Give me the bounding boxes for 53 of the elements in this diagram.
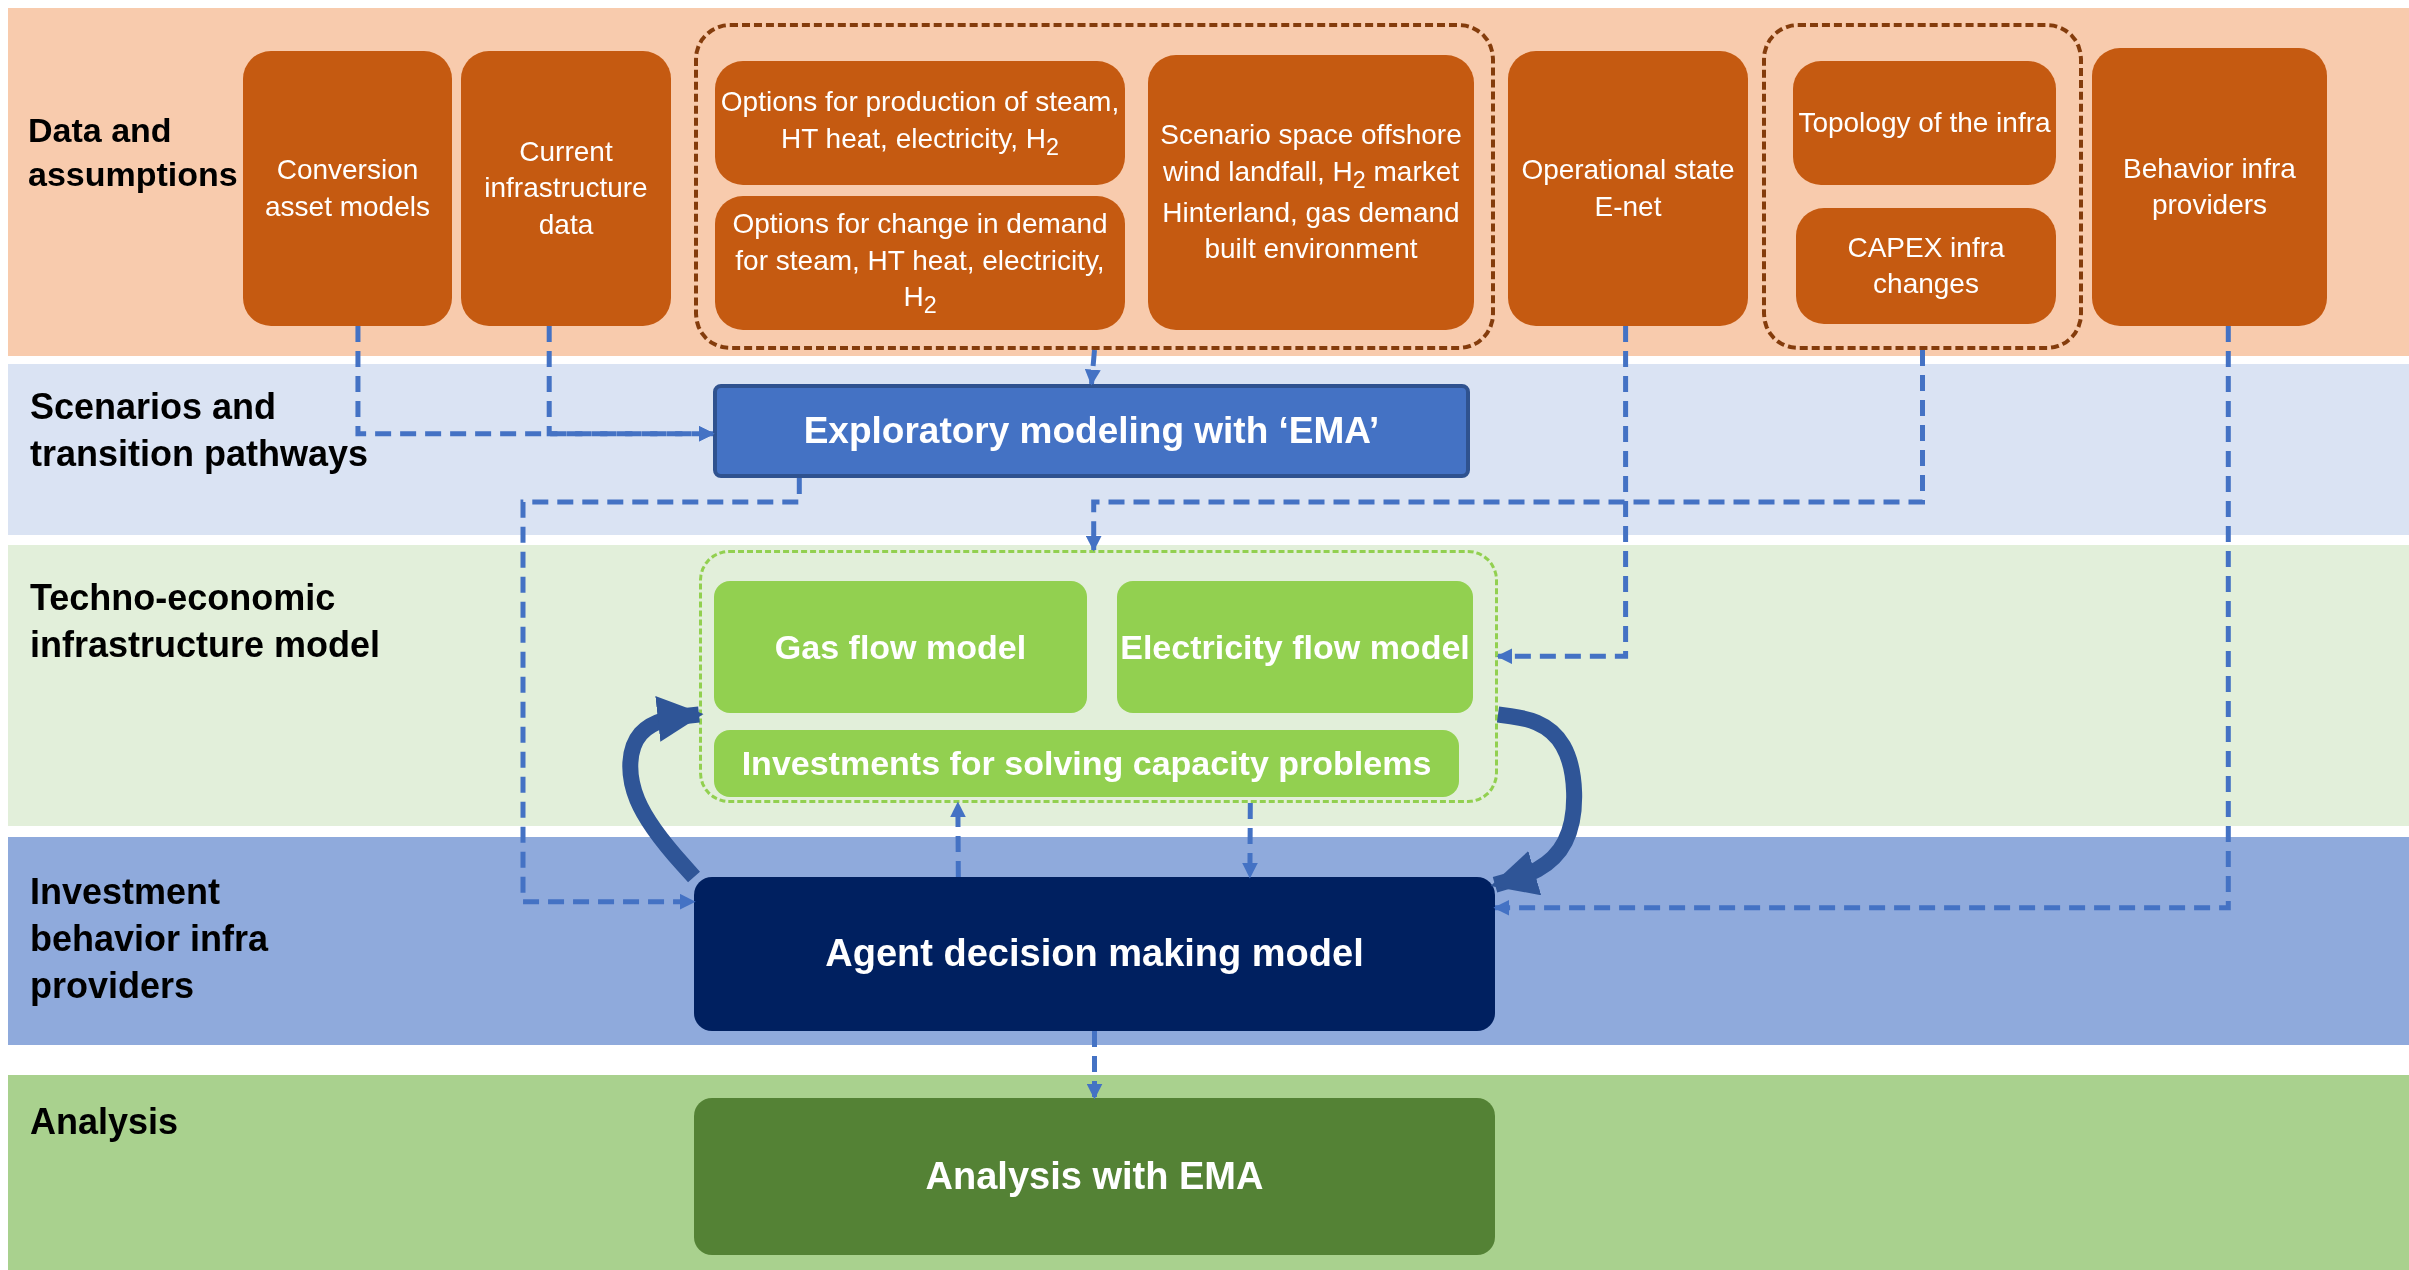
- process-box: [714, 730, 1459, 797]
- process-box: [461, 51, 671, 326]
- band-label: Techno-economic infrastructure model: [30, 576, 382, 667]
- band-background: [8, 545, 2409, 826]
- group-frame: [699, 550, 1498, 803]
- process-box: [1793, 61, 2056, 185]
- box-label: Scenario space offshore wind landfall, H$_{2}$ market Hinterland, gas demand built environment: [1159, 118, 1463, 267]
- band-label: Data and assumptions: [28, 110, 239, 196]
- box-label: Gas flow model: [774, 626, 1027, 668]
- process-box: [713, 384, 1470, 478]
- process-box: [714, 581, 1087, 713]
- process-box: [694, 1098, 1495, 1255]
- box-label: Conversion asset models: [264, 153, 431, 224]
- box-label: Options for production of steam, HT heat, electricity, H$_{2}$: [719, 85, 1121, 162]
- box-label: Agent decision making model: [825, 931, 1364, 977]
- box-label: Exploratory modeling with ‘EMA’: [803, 408, 1380, 453]
- arrow: [546, 326, 715, 442]
- box-label: CAPEX infra changes: [1846, 230, 2006, 301]
- process-box: [715, 61, 1125, 185]
- arrow: [1084, 349, 1101, 386]
- band-background: [8, 8, 2409, 356]
- box-label: Investments for solving capacity problems: [741, 743, 1432, 785]
- arrow: [1086, 1031, 1103, 1100]
- process-box: [694, 877, 1495, 1031]
- box-label: Behavior infra providers: [2122, 151, 2297, 222]
- curved-arrow: [622, 696, 704, 883]
- process-box: [715, 196, 1125, 330]
- arrow: [1493, 326, 2231, 916]
- arrow: [520, 478, 802, 910]
- box-label: Current infrastructure data: [483, 134, 649, 242]
- band-background: [8, 837, 2409, 1045]
- band-label: Investment behavior infra providers: [30, 870, 270, 1008]
- arrow: [1085, 350, 1925, 552]
- process-box: [1508, 51, 1748, 326]
- group-frame: [1762, 23, 2083, 350]
- box-label: Operational state E-net: [1520, 153, 1736, 224]
- band-background: [8, 364, 2409, 535]
- arrow: [1496, 326, 1629, 665]
- box-label: Electricity flow model: [1120, 626, 1470, 668]
- box-label: Topology of the infra: [1798, 105, 2051, 140]
- process-box: [1148, 55, 1474, 330]
- band-label: Scenarios and transition pathways: [30, 385, 370, 476]
- group-frame: [694, 23, 1495, 350]
- box-label: Options for change in demand for steam, HT heat, electricity, H$_{2}$: [731, 207, 1109, 320]
- process-box: [2092, 48, 2327, 326]
- band-label: Analysis: [30, 1100, 180, 1144]
- band-background: [8, 1075, 2409, 1270]
- process-box: [1796, 208, 2056, 324]
- process-box: [243, 51, 452, 326]
- arrow: [949, 801, 966, 877]
- process-box: [1117, 581, 1473, 713]
- box-label: Analysis with EMA: [925, 1153, 1264, 1199]
- arrow: [1242, 803, 1258, 879]
